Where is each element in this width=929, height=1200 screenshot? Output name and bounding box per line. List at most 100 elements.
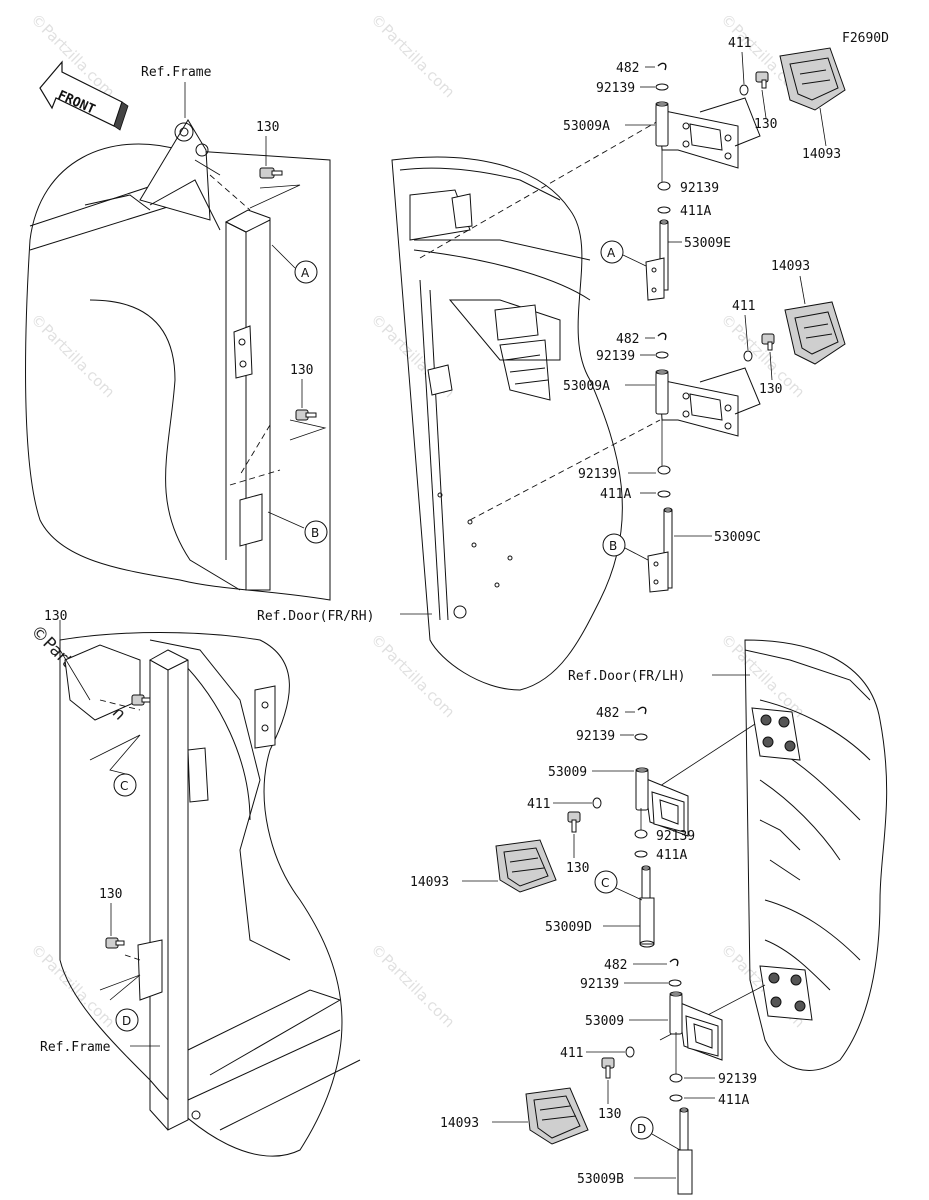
- watermark-text: ©Partzilla.com: [717, 630, 808, 721]
- part-label: 411: [728, 36, 751, 51]
- watermark-text: ©Partzilla.com: [27, 940, 118, 1031]
- watermark-text: ©Partzilla.com: [367, 10, 458, 101]
- callout-circle-a: [600, 240, 624, 264]
- part-label: 53009C: [714, 530, 761, 545]
- figure-code: F2690D: [842, 31, 889, 46]
- bolt-icon: [131, 694, 151, 706]
- part-label: 92139: [596, 81, 635, 96]
- part-label: 411A: [656, 848, 687, 863]
- callout-circle-c: [113, 773, 137, 797]
- washer-icon: [634, 733, 648, 741]
- part-label: 411A: [718, 1093, 749, 1108]
- hinge-lh-upper: 482 92139 53009 411 92139 411A 130 14093…: [410, 706, 695, 948]
- hinge-pin-icon: [647, 507, 673, 593]
- part-label: 411: [732, 299, 755, 314]
- watermark-text: ©Partzilla.com: [367, 630, 458, 721]
- callout-a-label: A: [607, 246, 616, 260]
- callout-b-label: B: [311, 526, 319, 540]
- clip-icon: [657, 62, 667, 71]
- callout-circle-a: [294, 260, 318, 284]
- part-label: 53009: [585, 1014, 624, 1029]
- part-label: 14093: [440, 1116, 479, 1131]
- panel-frame-lower: 130 130 C D Ref.Frame: [40, 609, 361, 1157]
- callout-c-label: C: [120, 779, 128, 793]
- part-label: 92139: [656, 829, 695, 844]
- part-label: 411: [560, 1046, 583, 1061]
- cover-icon: [784, 301, 846, 365]
- part-label: 14093: [802, 147, 841, 162]
- washer-icon: [739, 84, 749, 96]
- part-label: 482: [596, 706, 619, 721]
- part-label: 411: [527, 797, 550, 812]
- part-label: 130: [754, 117, 777, 132]
- hinge-pin-icon: [639, 865, 655, 948]
- bolt-icon: [601, 1057, 615, 1079]
- washer-icon: [592, 797, 602, 809]
- part-label: 130: [598, 1107, 621, 1122]
- part-label: 92139: [578, 467, 617, 482]
- clip-icon: [637, 706, 647, 715]
- part-label: 92139: [718, 1072, 757, 1087]
- washer-icon: [655, 351, 669, 359]
- part-label: 482: [616, 61, 639, 76]
- cover-icon: [525, 1087, 589, 1145]
- part-label: 14093: [771, 259, 810, 274]
- part-label: 92139: [596, 349, 635, 364]
- nut-icon: [669, 1073, 683, 1083]
- callout-a-label: A: [301, 266, 310, 280]
- label-130: 130: [290, 363, 313, 378]
- panel-door-lh: Ref.Door(FR/LH): [568, 639, 888, 1071]
- callout-d-label: D: [637, 1122, 646, 1136]
- part-label: 482: [604, 958, 627, 973]
- part-label: 130: [759, 382, 782, 397]
- clip-icon: [657, 332, 667, 341]
- hinge-pin-icon: [677, 1107, 693, 1195]
- washer-icon: [657, 490, 671, 498]
- part-label: 411A: [600, 487, 631, 502]
- washer-icon: [634, 850, 648, 858]
- ref-frame-bottom: Ref.Frame: [40, 1040, 111, 1055]
- part-label: 14093: [410, 875, 449, 890]
- callout-circle-d: [115, 1008, 139, 1032]
- washer-icon: [668, 979, 682, 987]
- washer-icon: [743, 350, 753, 362]
- washer-icon: [655, 83, 669, 91]
- hinge-lh-lower: 482 92139 53009 411 92139 411A 130 14093…: [440, 958, 757, 1195]
- callout-circle-d: [630, 1116, 654, 1140]
- washer-icon: [669, 1094, 683, 1102]
- part-label: 53009A: [563, 119, 610, 134]
- callout-circle-c: [594, 870, 618, 894]
- part-label: 53009: [548, 765, 587, 780]
- bolt-icon: [761, 333, 775, 351]
- nut-icon: [657, 181, 671, 191]
- washer-icon: [657, 206, 671, 214]
- label-130: 130: [256, 120, 279, 135]
- bolt-icon: [259, 167, 283, 179]
- part-label: 482: [616, 332, 639, 347]
- washer-icon: [625, 1046, 635, 1058]
- part-label: 411A: [680, 204, 711, 219]
- part-label: 130: [566, 861, 589, 876]
- panel-door-rh: Ref.Door(FR/RH): [257, 119, 661, 691]
- part-label: 53009A: [563, 379, 610, 394]
- label-130: 130: [99, 887, 122, 902]
- ref-frame-top: Ref.Frame: [141, 65, 212, 80]
- part-label: 92139: [580, 977, 619, 992]
- cover-icon: [495, 839, 557, 893]
- hinge-pin-icon: [645, 219, 669, 301]
- cover-icon: [779, 47, 846, 111]
- watermark-text: ©Partzilla.com: [27, 310, 118, 401]
- callout-c-label: C: [601, 876, 609, 890]
- nut-icon: [634, 829, 648, 839]
- part-label: 53009E: [684, 236, 731, 251]
- part-label: 53009B: [577, 1172, 624, 1187]
- ref-door-rh: Ref.Door(FR/RH): [257, 609, 374, 624]
- part-label: 53009D: [545, 920, 592, 935]
- hinge-rh-lower: 14093 411 482 92139 130 53009A 92139 411…: [563, 259, 846, 593]
- watermark-text: ©Partzilla.com: [367, 940, 458, 1031]
- hinge-rh-upper: 482 92139 53009A 411 130 14093 92139 411…: [563, 36, 846, 301]
- ref-door-lh: Ref.Door(FR/LH): [568, 669, 685, 684]
- part-label: 92139: [576, 729, 615, 744]
- label-130: 130: [44, 609, 67, 624]
